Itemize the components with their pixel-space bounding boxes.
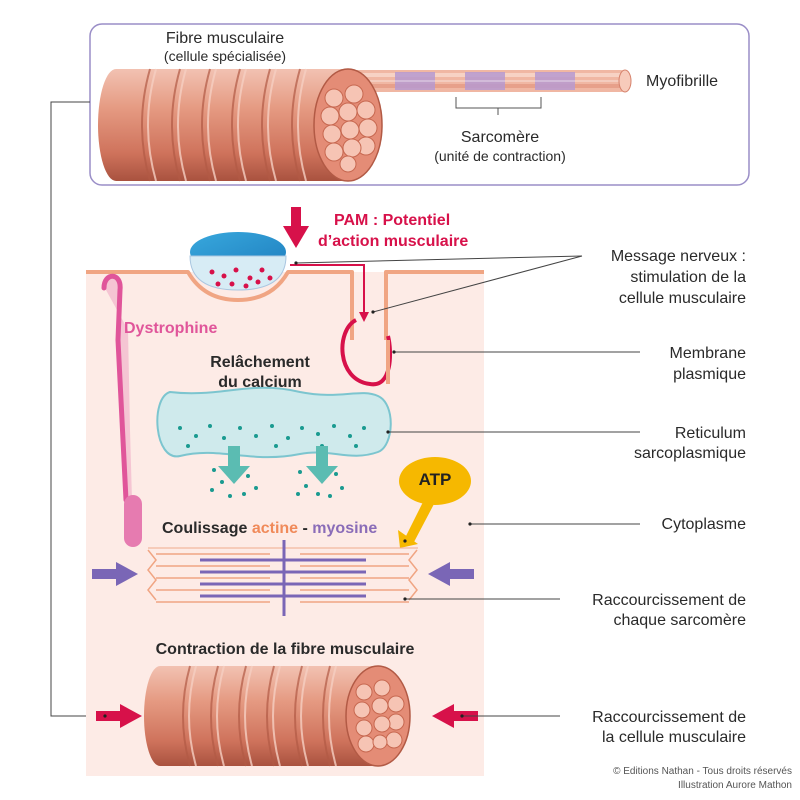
sarcomere-bracket <box>455 97 542 115</box>
sarcomere-compression-arrows-icon <box>92 562 474 586</box>
sarco-short-line-2: chaque sarcomère <box>613 612 746 629</box>
coulissage-label: Coulissage actine - myosine <box>162 519 377 538</box>
myofibrille-label: Myofibrille <box>646 73 719 90</box>
pam-line-1: PAM : Potentiel <box>334 212 451 229</box>
leader-lines <box>295 255 640 717</box>
pam-line-2: d’action musculaire <box>318 233 469 250</box>
leader-dots <box>103 261 472 718</box>
message-line-2: stimulation de la <box>630 269 746 286</box>
connector-line <box>50 101 96 717</box>
credit-line-1: © Editions Nathan - Tous droits réservés <box>613 766 792 777</box>
message-line-3: cellule musculaire <box>618 290 746 307</box>
reticulum-sarcoplasmique <box>156 386 392 459</box>
calcium-label-1: Relâchement <box>210 354 310 371</box>
muscle-fiber-top <box>98 68 383 182</box>
myofibril <box>340 69 632 93</box>
muscle-fiber-bottom <box>144 665 411 767</box>
dystrophine-label: Dystrophine <box>124 320 218 337</box>
myosine-word: myosine <box>312 520 378 537</box>
coulissage-word: Coulissage <box>162 520 248 537</box>
contraction-label: Contraction de la fibre musculaire <box>155 641 415 658</box>
sarcomere-subtitle: (unité de contraction) <box>434 148 566 164</box>
sarcomere-filaments <box>147 540 418 616</box>
calcium-ions <box>210 468 344 498</box>
cytoplasme-label: Cytoplasme <box>661 516 746 533</box>
plasma-membrane <box>86 270 484 340</box>
credit-line-2: Illustration Aurore Mathon <box>678 780 792 791</box>
reticulum-line-2: sarcoplasmique <box>633 445 746 462</box>
calcium-release-arrows-icon <box>218 446 338 484</box>
pam-propagation-arrowhead <box>359 312 369 322</box>
atp-bubble <box>398 457 471 548</box>
fibre-title: Fibre musculaire <box>165 30 285 47</box>
sarcomere-label: Sarcomère <box>460 129 540 146</box>
membrane-line-1: Membrane <box>669 345 746 362</box>
cell-short-line-1: Raccourcissement de <box>592 709 746 726</box>
t-tubule <box>340 318 392 387</box>
calcium-label-2: du calcium <box>218 374 302 391</box>
message-line-1: Message nerveux : <box>610 248 746 265</box>
membrane-line-2: plasmique <box>673 366 746 383</box>
sarco-short-line-1: Raccourcissement de <box>592 592 746 609</box>
actine-word: actine <box>251 520 299 537</box>
cell-short-line-2: la cellule musculaire <box>601 729 746 746</box>
nerve-ending <box>189 232 287 291</box>
fibre-subtitle: (cellule spécialisée) <box>163 48 287 64</box>
pam-propagation-line <box>290 264 365 314</box>
dystrophine-rod <box>101 273 142 547</box>
dash-word: - <box>302 520 308 537</box>
reticulum-line-1: Reticulum <box>674 425 746 442</box>
pam-arrow-icon <box>283 207 309 248</box>
atp-label: ATP <box>418 470 452 489</box>
